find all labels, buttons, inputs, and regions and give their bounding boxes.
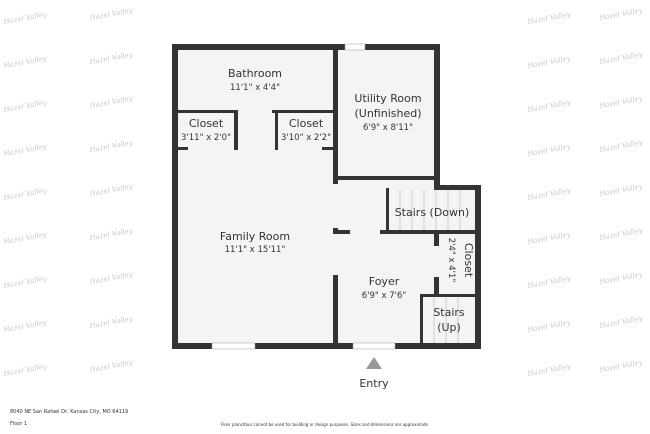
watermark: Hazel Valley xyxy=(526,98,572,114)
watermark: Hazel Valley xyxy=(2,230,48,246)
watermark: Hazel Valley xyxy=(526,362,572,378)
watermark: Hazel Valley xyxy=(2,10,48,26)
watermark: Hazel Valley xyxy=(526,142,572,158)
windows xyxy=(211,43,396,350)
watermark: Hazel Valley xyxy=(526,10,572,26)
floor-area xyxy=(175,47,478,349)
watermark: Hazel Valley xyxy=(526,274,572,290)
watermark: Hazel Valley xyxy=(526,54,572,70)
watermark: Hazel Valley xyxy=(88,94,134,110)
watermark: Hazel Valley xyxy=(88,182,134,198)
disclaimer: Floor plans/tour cannot be used for buil… xyxy=(220,422,430,427)
room-closet2-name: Closet xyxy=(289,117,324,130)
watermark: Hazel Valley xyxy=(598,138,644,154)
watermark: Hazel Valley xyxy=(2,186,48,202)
watermark: Hazel Valley xyxy=(2,362,48,378)
watermark: Hazel Valley xyxy=(598,94,644,110)
room-closet2-dims: 3'10" x 2'2" xyxy=(281,133,331,143)
watermark: Hazel Valley xyxy=(526,186,572,202)
room-foyer-name: Foyer xyxy=(369,275,400,288)
room-stairs-up-name: Stairs xyxy=(433,306,465,319)
entry-label: Entry xyxy=(359,377,389,390)
watermark: Hazel Valley xyxy=(2,318,48,334)
floor-label: Floor 1 xyxy=(10,421,28,427)
watermark: Hazel Valley xyxy=(598,314,644,330)
room-bathroom-name: Bathroom xyxy=(228,67,282,80)
walls xyxy=(172,44,481,349)
room-family-name: Family Room xyxy=(220,230,290,243)
room-closet3-name: Closet xyxy=(462,243,475,278)
watermark: Hazel Valley xyxy=(598,6,644,22)
watermark: Hazel Valley xyxy=(598,358,644,374)
room-closet1-name: Closet xyxy=(189,117,224,130)
watermark: Hazel Valley xyxy=(88,226,134,242)
watermark: Hazel Valley xyxy=(88,270,134,286)
room-stairs-down-name: Stairs (Down) xyxy=(395,206,470,219)
entry-arrow-icon xyxy=(366,357,382,369)
watermark: Hazel Valley xyxy=(88,6,134,22)
watermark: Hazel Valley xyxy=(88,138,134,154)
room-bathroom-dims: 11'1" x 4'4" xyxy=(230,83,280,93)
watermark: Hazel Valley xyxy=(598,270,644,286)
room-closet3-dims: 2'4" x 4'1" xyxy=(446,238,456,283)
watermark: Hazel Valley xyxy=(598,226,644,242)
watermark: Hazel Valley xyxy=(88,50,134,66)
room-utility-name2: (Unfinished) xyxy=(354,107,421,120)
watermark: Hazel Valley xyxy=(88,358,134,374)
watermark: Hazel Valley xyxy=(2,274,48,290)
watermark: Hazel Valley xyxy=(88,314,134,330)
address: 8040 NE San Rafael Dr, Kansas City, MO 6… xyxy=(10,409,129,415)
room-utility-name: Utility Room xyxy=(354,92,421,105)
room-stairs-up-name2: (Up) xyxy=(437,321,461,334)
watermark: Hazel Valley xyxy=(2,98,48,114)
watermark: Hazel Valley xyxy=(2,142,48,158)
watermark: Hazel Valley xyxy=(598,182,644,198)
watermark: Hazel Valley xyxy=(2,54,48,70)
room-closet1-dims: 3'11" x 2'0" xyxy=(181,133,231,143)
watermark: Hazel Valley xyxy=(526,318,572,334)
watermark: Hazel Valley xyxy=(598,50,644,66)
stairs-up-treads xyxy=(433,298,459,347)
room-utility-dims: 6'9" x 8'11" xyxy=(363,123,413,133)
stairs-down-treads xyxy=(399,190,461,230)
watermark: Hazel Valley xyxy=(526,230,572,246)
room-foyer-dims: 6'9" x 7'6" xyxy=(362,291,407,301)
room-family-dims: 11'1" x 15'11" xyxy=(225,245,286,255)
